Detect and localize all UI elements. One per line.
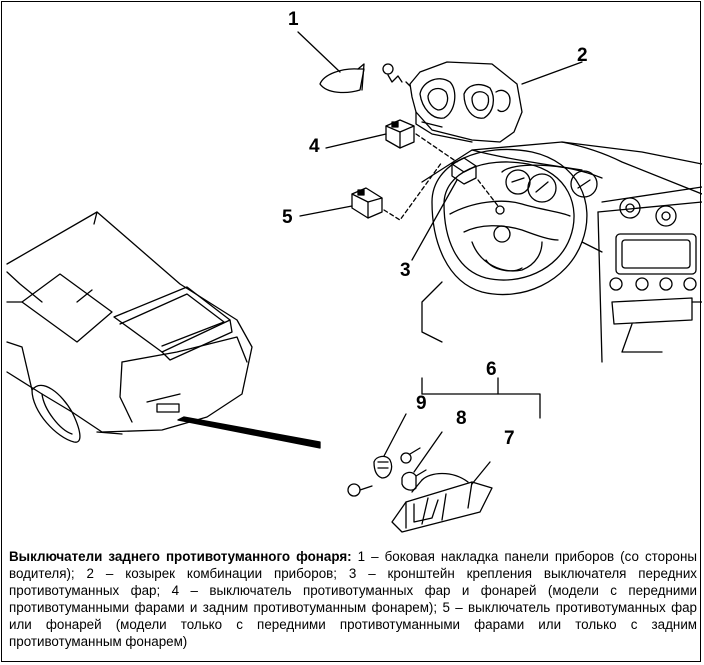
figure-caption: Выключатели заднего противотуманного фон… (9, 548, 697, 650)
callout-6: 6 (486, 359, 497, 380)
part-switch-4 (325, 119, 458, 163)
callout-2: 2 (577, 45, 588, 66)
part-bracket-3 (411, 157, 505, 261)
part-switch-5 (299, 161, 443, 221)
callout-7: 7 (504, 428, 515, 449)
callout-9: 9 (416, 393, 427, 414)
caption-text: 1 – боковая накладка панели приборов (со… (9, 549, 697, 649)
callout-4: 4 (309, 136, 320, 157)
callout-1: 1 (288, 9, 299, 30)
part-fog-lamp (347, 377, 541, 533)
part-instrument-visor (382, 61, 583, 143)
technical-illustration (6, 31, 702, 533)
callout-5: 5 (282, 207, 293, 228)
car-rear-drawing (6, 211, 321, 449)
callout-8: 8 (456, 408, 467, 429)
dashboard-drawing (421, 141, 702, 363)
part-side-trim (297, 31, 365, 94)
callout-3: 3 (400, 260, 411, 281)
caption-title: Выключатели заднего противотуманного фон… (9, 549, 352, 564)
